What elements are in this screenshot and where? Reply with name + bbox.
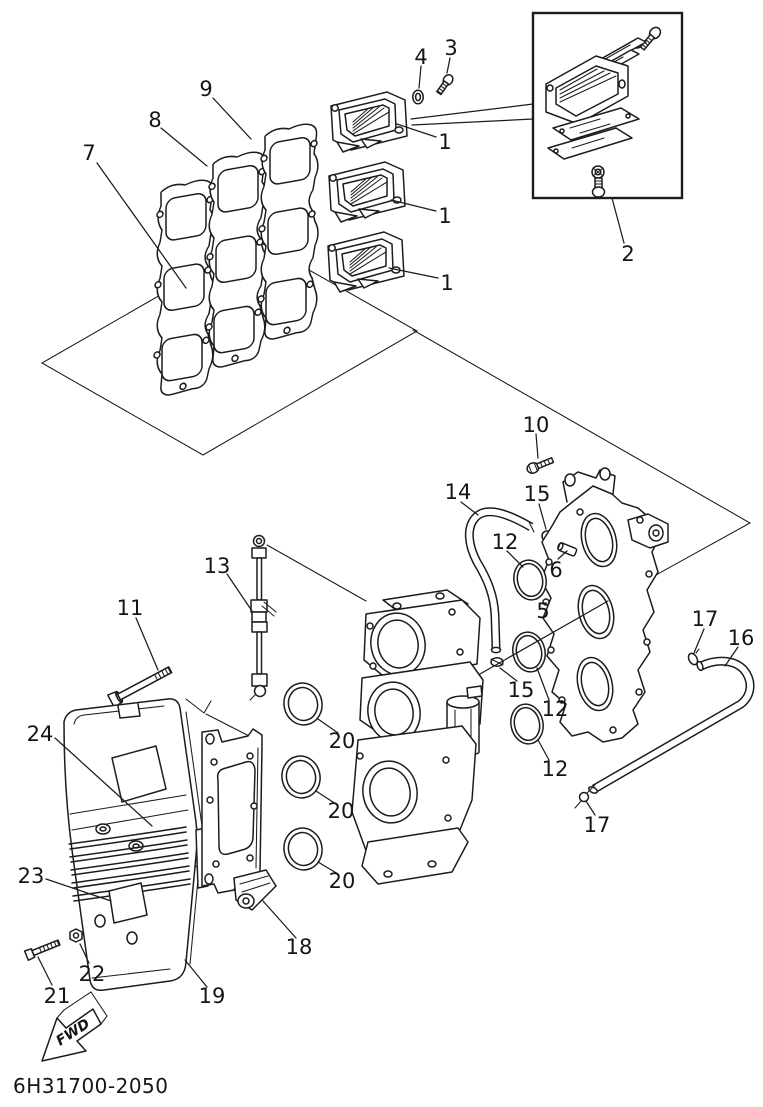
callout-12-a: 12 [492,530,519,554]
drain-hose-16 [588,656,755,794]
callout-17-b: 17 [584,813,611,837]
hose-clip-17-upper [687,648,700,666]
bolt-11 [107,666,173,709]
screw-3 [436,74,454,96]
reed-valve-assembly-1 [330,91,408,153]
hose-clip-17-lower [574,784,596,809]
callout-14: 14 [445,480,472,504]
callout-23: 23 [18,864,45,888]
callout-6: 6 [549,558,562,582]
callout-1-a: 1 [438,130,451,154]
bolt-10 [526,457,555,474]
carburetor-stack [351,589,484,885]
hose-clamp-15-lower [490,657,504,667]
callout-12-b: 12 [542,697,569,721]
detail-reference-lines [410,103,534,126]
callouts: 7 8 9 4 3 1 1 1 2 10 14 15 12 6 13 5 11 … [18,36,755,1008]
throttle-link-rod-13 [249,534,277,701]
callout-4: 4 [414,45,427,69]
callout-3: 3 [444,36,457,60]
callout-21: 21 [44,984,71,1008]
intake-silencer-cover-19 [63,698,209,992]
detail-screw [639,26,662,51]
callout-22: 22 [79,962,106,986]
callout-24: 24 [27,722,54,746]
diagram-part-number: 6H31700-2050 [13,1074,169,1098]
callout-9: 9 [199,77,212,101]
sticker-24 [111,745,167,803]
callout-20-a: 20 [329,729,356,753]
callout-15-a: 15 [524,482,551,506]
detail-reed-block [545,55,629,125]
seal-ring-20-c [279,823,327,875]
reed-stopper-plate [547,127,633,160]
detail-bolt [591,177,606,198]
callout-19: 19 [199,984,226,1008]
dowel-pin-6 [557,542,578,557]
callout-20-c: 20 [329,869,356,893]
seal-ring-20-b [277,751,325,803]
o-ring-12-a [509,556,551,604]
callout-2: 2 [621,242,634,266]
gasket-7 [153,176,215,399]
callout-11: 11 [117,596,144,620]
callout-7: 7 [82,141,95,165]
reed-valve-detail-box [531,11,684,200]
breather-hose-14 [464,507,535,654]
seal-ring-20-a [279,678,327,730]
callout-13: 13 [204,554,231,578]
bolt-21 [23,939,61,962]
callout-1-b: 1 [438,204,451,228]
callout-15-b: 15 [508,678,535,702]
callout-16: 16 [728,626,755,650]
reed-valve-assembly-2 [328,161,406,223]
callout-12-c: 12 [542,757,569,781]
nut-22 [69,928,83,943]
reed-valve-assembly-3 [327,231,405,293]
lock-washer [591,165,605,179]
callout-10: 10 [523,413,550,437]
silencer-plate-18 [201,728,277,911]
washer-4 [412,89,424,105]
o-ring-12-b [508,628,550,676]
callout-1-c: 1 [440,271,453,295]
callout-20-b: 20 [328,799,355,823]
gasket-9 [257,120,319,343]
callout-18: 18 [286,935,313,959]
callout-17-a: 17 [692,607,719,631]
reed-plate [552,107,640,141]
gasket-8 [205,148,267,371]
callout-5: 5 [536,599,549,623]
callout-8: 8 [148,108,161,132]
leader-lines [37,57,739,988]
sticker-23 [108,882,148,924]
